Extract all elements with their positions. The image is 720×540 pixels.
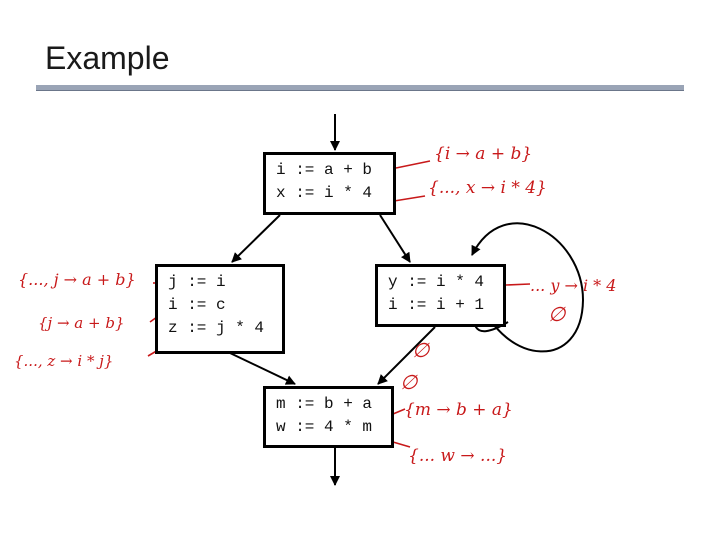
block2-line-3: z := j * 4 [168, 319, 265, 337]
annot-edge-empty-1: ∅ [412, 338, 430, 362]
block3-line-2: i := i + 1 [388, 296, 485, 314]
annot-b4-line2: {... w → ...} [408, 446, 508, 466]
block1-line-2: x := i * 4 [276, 184, 373, 202]
edge-b2-b4 [229, 352, 296, 385]
edge-b1-b3 [379, 214, 411, 263]
basic-block-4: m := b + a w := 4 * m [263, 386, 394, 448]
block4-line-1: m := b + a [276, 395, 373, 413]
edge-b3-b4 [377, 326, 436, 385]
annot-b2-line2: {j → a + b} [38, 314, 125, 332]
title-underline [36, 85, 684, 90]
block1-line-1: i := a + b [276, 161, 373, 179]
basic-block-3: y := i * 4 i := i + 1 [375, 264, 506, 327]
annot-b2-line3: {..., z → i * j} [14, 352, 114, 370]
annot-stroke-b4-1 [392, 408, 406, 415]
slide-title: Example [45, 40, 170, 76]
edge-b1-b2 [231, 214, 281, 263]
annot-edge-empty-2: ∅ [400, 370, 418, 394]
annot-b4-line1: {m → b + a} [404, 400, 513, 420]
annot-b3-empty: ∅ [548, 302, 566, 326]
annot-b1-line1: {i → a + b} [434, 144, 533, 164]
annot-stroke-b4-2 [392, 441, 411, 448]
annot-stroke-b3-1 [505, 283, 531, 286]
block4-line-2: w := 4 * m [276, 418, 373, 436]
annot-stroke-b1-2 [393, 195, 426, 202]
block2-line-1: j := i [168, 273, 226, 291]
basic-block-2: j := i i := c z := j * 4 [155, 264, 285, 354]
annot-b3-line1: ... y → i * 4 [530, 276, 617, 295]
annot-b2-line1: {..., j → a + b} [18, 270, 136, 289]
block3-line-1: y := i * 4 [388, 273, 485, 291]
annot-b1-line2: {..., x → i * 4} [428, 178, 547, 198]
block2-line-2: i := c [168, 296, 226, 314]
annot-stroke-b1-1 [395, 160, 431, 169]
basic-block-1: i := a + b x := i * 4 [263, 152, 396, 215]
